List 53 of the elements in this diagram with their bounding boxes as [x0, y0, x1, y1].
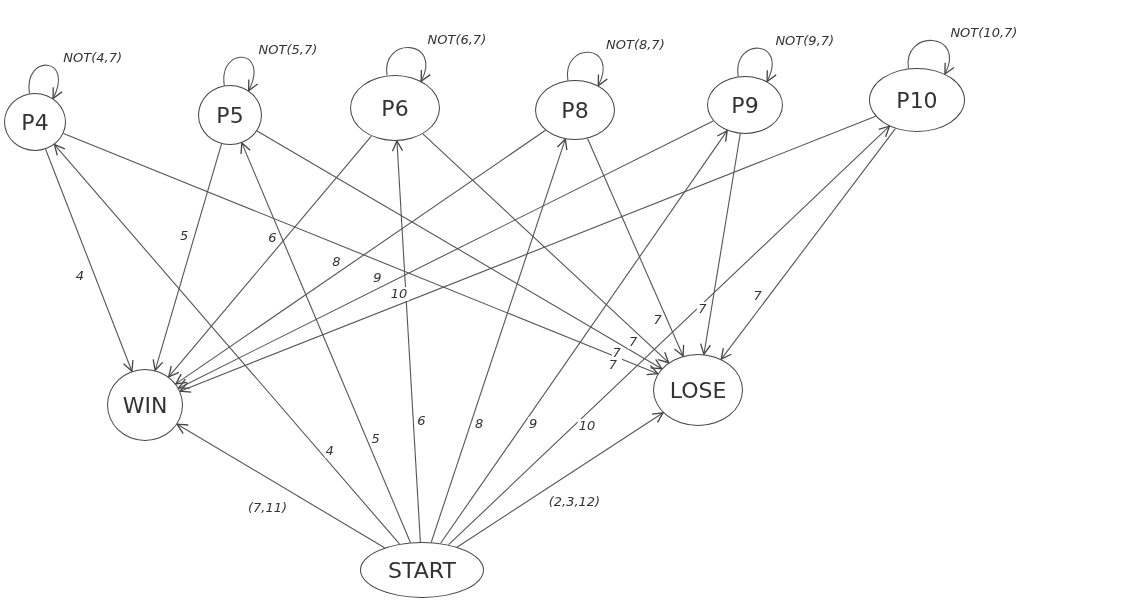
- arrow: [699, 133, 741, 355]
- self-loop-arrow: [907, 39, 954, 75]
- arrow: [168, 135, 372, 378]
- arrow: [448, 125, 891, 546]
- arrow: [240, 142, 411, 544]
- edge-label: 9: [372, 270, 383, 285]
- self-loop-arrow: [737, 47, 777, 83]
- arrow: [177, 120, 714, 389]
- edge-label: 8: [473, 416, 485, 431]
- arrow: [422, 133, 670, 364]
- arrow: [62, 132, 659, 376]
- edge-label: 10: [389, 286, 409, 301]
- state-name: P5: [216, 102, 244, 128]
- arrow: [720, 128, 896, 360]
- edge-label: NOT(9,7): [774, 34, 836, 48]
- state-name: LOSE: [669, 377, 727, 403]
- state-name: P8: [561, 97, 589, 123]
- arrow: [391, 140, 421, 543]
- arrow: [256, 130, 663, 370]
- edge-label: NOT(4,7): [62, 51, 123, 65]
- arrow: [45, 148, 134, 372]
- edge-label: 8: [331, 254, 342, 269]
- arrow: [430, 138, 568, 543]
- edge-label: 7: [627, 334, 639, 349]
- state-name: P6: [381, 95, 409, 121]
- arrow: [152, 143, 223, 371]
- arrow: [440, 129, 728, 544]
- self-loop-arrow: [223, 56, 258, 92]
- edge-label: 4: [324, 443, 335, 458]
- self-loop-arrow: [386, 47, 431, 82]
- state-name: P9: [731, 92, 759, 118]
- edge-label: NOT(8,7): [605, 38, 666, 52]
- edge-label: 7: [611, 345, 622, 360]
- arrow: [456, 412, 664, 548]
- state-name: P10: [896, 87, 938, 113]
- state-name: START: [388, 557, 456, 583]
- state-name: P4: [21, 109, 49, 135]
- edge-label: NOT(10,7): [949, 26, 1019, 40]
- state-node: [707, 76, 783, 134]
- edge-label: 10: [577, 418, 597, 433]
- state-node: [4, 93, 66, 151]
- edge-label: 7: [697, 301, 708, 316]
- edge-label: NOT(5,7): [257, 43, 319, 57]
- edge-label: 6: [267, 231, 278, 245]
- arrow: [176, 423, 386, 549]
- self-loop-arrow: [28, 64, 63, 100]
- state-node: [198, 85, 262, 145]
- edge-label: (7,11): [247, 501, 289, 516]
- state-name: WIN: [122, 392, 168, 418]
- edge-label: (2,3,12): [547, 494, 602, 509]
- edge-label: NOT(6,7): [426, 33, 488, 47]
- self-loop-arrow: [567, 51, 608, 87]
- state-node: [535, 80, 615, 140]
